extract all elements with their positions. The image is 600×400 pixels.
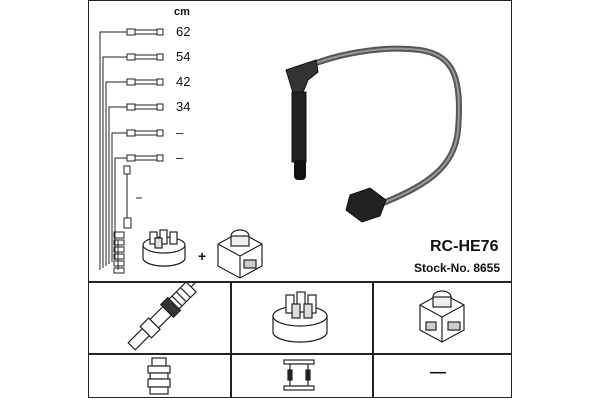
distributor-cap-icon: [142, 229, 186, 267]
column-divider-2: [372, 281, 374, 398]
bundle-ends: [113, 231, 125, 274]
coil-lead: [123, 165, 142, 229]
distributor-connector-icon: [283, 359, 315, 391]
cable-bundle: [99, 31, 127, 270]
column-divider-1: [230, 281, 232, 398]
cable-length-5: –: [176, 125, 184, 140]
plug-connector-icon: [147, 357, 171, 395]
no-connector-dash: —: [430, 364, 446, 381]
cable-length-1: 62: [176, 24, 191, 39]
cable-length-4: 34: [176, 99, 191, 114]
model-number: RC-HE76: [430, 238, 499, 255]
spark-plug-icon: [127, 280, 198, 351]
cable-length-2: 54: [176, 49, 191, 64]
diagram-frame: [88, 0, 512, 398]
cable-terminals: [126, 28, 164, 162]
plus-sign: +: [198, 248, 207, 264]
cable-length-3: 42: [176, 74, 191, 89]
ignition-coil-icon: [217, 229, 263, 279]
ignition-lead: [285, 45, 462, 223]
stock-number: Stock-No. 8655: [414, 261, 501, 275]
unit-label: cm: [174, 6, 190, 18]
cable-length-6: –: [176, 150, 184, 165]
ignition-coil-large-icon: [419, 290, 465, 343]
distributor-cap-large-icon: [272, 291, 328, 343]
divider-lower: [88, 353, 512, 355]
divider-main: [88, 281, 512, 283]
